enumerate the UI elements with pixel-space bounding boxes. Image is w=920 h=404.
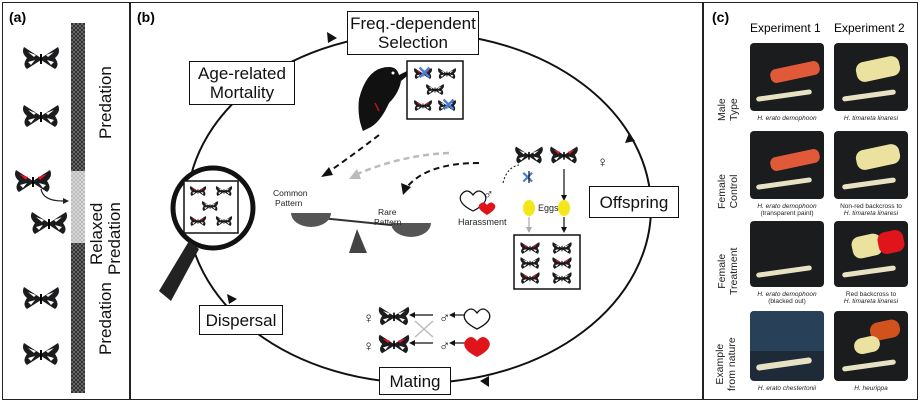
butterfly-icon: [215, 185, 233, 197]
egg-icon: [558, 200, 570, 216]
wing-image: [750, 221, 824, 287]
butterfly-icon: [377, 305, 411, 327]
butterfly-icon: [519, 256, 541, 270]
panel-b: (b) ♀: [130, 2, 703, 400]
cross-blue-icon: ✕: [417, 63, 433, 83]
svg-text:♀: ♀: [363, 310, 374, 327]
mating-box: Mating: [379, 367, 451, 395]
butterfly-icon: [201, 200, 219, 212]
butterfly-icon: [29, 210, 69, 236]
wing-image: [750, 131, 824, 199]
butterfly-icon: [189, 185, 207, 197]
cross-blue-icon: ✕: [441, 95, 457, 115]
dispersal-label: Dispersal: [205, 310, 277, 330]
panel-a: (a) Predation Relaxed Predation Predati: [2, 2, 130, 400]
offspring-label: Offspring: [599, 192, 669, 212]
butterfly-icon: [519, 241, 541, 255]
butterfly-icon: [21, 103, 61, 129]
butterfly-icon: [189, 215, 207, 227]
cycle-arrow: [327, 32, 337, 43]
freq-label-2: Selection: [378, 33, 448, 52]
male-symbol: ♂: [483, 186, 494, 202]
wing-caption: H. heurippa: [854, 385, 888, 392]
dashed-arrow: [406, 162, 480, 188]
panel-a-label: (a): [9, 9, 27, 25]
wing-caption: H. erato demophoon(blacked out): [757, 291, 817, 305]
eggs-label: Eggs: [538, 203, 559, 213]
butterfly-icon: [21, 45, 61, 71]
wing-image: [834, 221, 908, 287]
wing-image: [834, 311, 908, 381]
balance-scale-icon: [291, 213, 431, 253]
svg-text:♂: ♂: [439, 310, 450, 327]
cross-blue-icon: ✕: [521, 170, 534, 187]
col-header-experiment-2: Experiment 2: [834, 21, 905, 35]
wing-image: [834, 43, 908, 111]
butterfly-icon: [551, 241, 573, 255]
butterfly-icon: [548, 145, 580, 165]
rare-pattern-label-2: Pattern: [374, 217, 402, 227]
dispersal-box: Dispersal: [199, 305, 283, 335]
wing-caption: H. timareta linaresi: [843, 115, 899, 122]
predation-top-label: Predation: [96, 66, 115, 139]
rare-pattern-label-1: Rare: [378, 207, 397, 217]
age-label-2: Mortality: [209, 83, 275, 102]
heart-outline-icon: [463, 308, 491, 330]
svg-text:♂: ♂: [439, 338, 450, 355]
freq-label-1: Freq.-dependent: [350, 14, 476, 33]
butterfly-icon: [519, 271, 541, 285]
butterfly-icon: [551, 271, 573, 285]
wing-image: [750, 43, 824, 111]
butterfly-icon: [21, 341, 61, 367]
cycle-arrow: [227, 294, 237, 304]
panel-c-label: (c): [712, 9, 730, 25]
age-label-1: Age-related: [198, 64, 286, 83]
offspring-box: Offspring: [589, 186, 679, 218]
wing-caption: H. erato demophoon(transparent paint): [757, 203, 817, 217]
svg-text:♀: ♀: [363, 338, 374, 355]
butterfly-icon: [413, 99, 433, 112]
common-pattern-label-1: Common: [273, 188, 308, 198]
heart-red-icon: [478, 202, 496, 215]
cycle-arrow: [480, 376, 489, 387]
butterfly-icon: [437, 67, 457, 80]
magnifier-handle: [159, 241, 199, 301]
predation-bottom-label: Predation: [96, 282, 115, 355]
wing-caption: H. erato chestertonii: [757, 385, 817, 392]
female-symbol: ♀: [597, 154, 608, 171]
relaxed-predation-label-2: Predation: [105, 202, 124, 275]
butterfly-icon: [551, 256, 573, 270]
butterfly-icon: [215, 215, 233, 227]
freq-dependent-selection-box: Freq.-dependent Selection: [347, 11, 479, 55]
wing-caption: H. erato demophoon: [757, 115, 817, 122]
wing-image: [834, 131, 908, 199]
mating-label: Mating: [389, 371, 441, 391]
dashed-arrow: [326, 134, 380, 174]
heart-red-icon: [464, 337, 490, 357]
predation-strip: [40, 23, 85, 393]
egg-icon: [523, 200, 535, 216]
butterfly-red-icon: [13, 168, 53, 194]
butterfly-icon: [21, 285, 61, 311]
relaxed-predation-label-1: Relaxed: [87, 202, 106, 265]
panel-b-label: (b): [137, 9, 155, 25]
age-related-mortality-box: Age-related Mortality: [189, 61, 295, 105]
common-pattern-label-2: Pattern: [275, 198, 303, 208]
bird-icon: [358, 63, 423, 131]
harassment-label: Harassment: [458, 217, 507, 227]
butterfly-red-icon: [377, 333, 411, 355]
col-header-experiment-1: Experiment 1: [750, 21, 821, 35]
cycle-arrow: [625, 133, 635, 143]
wing-image: [750, 311, 824, 381]
butterfly-icon: [513, 145, 545, 165]
dashed-arrow-grey: [354, 151, 450, 177]
